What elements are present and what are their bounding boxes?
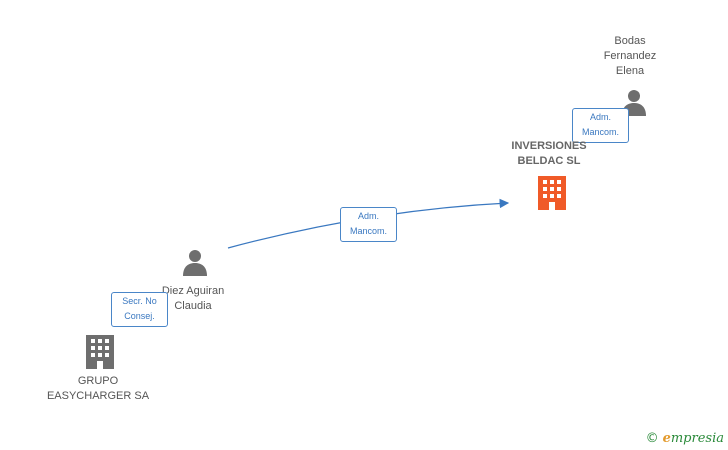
copyright-icon: ©	[645, 431, 659, 446]
company-label-inversiones[interactable]: INVERSIONES BELDAC SL	[511, 140, 587, 167]
company-node-grupo[interactable]	[84, 335, 116, 374]
company-node-inversiones[interactable]	[536, 176, 568, 215]
building-icon	[538, 176, 566, 210]
relation-badge-bodas-inversiones[interactable]: Adm. Mancom.	[572, 108, 629, 143]
brand-initial: e	[662, 431, 671, 446]
person-node-diez[interactable]	[181, 248, 209, 281]
person-icon	[183, 250, 207, 276]
person-label-bodas[interactable]: Bodas Fernandez Elena	[603, 35, 657, 77]
company-label-grupo[interactable]: GRUPO EASYCHARGER SA	[46, 375, 150, 402]
building-icon	[86, 335, 114, 369]
empresia-watermark: ©empresia	[646, 431, 724, 446]
brand-name: mpresia	[670, 431, 724, 446]
relation-badge-diez-grupo[interactable]: Secr. No Consej.	[111, 292, 168, 327]
relation-badge-diez-inversiones[interactable]: Adm. Mancom.	[340, 207, 397, 242]
